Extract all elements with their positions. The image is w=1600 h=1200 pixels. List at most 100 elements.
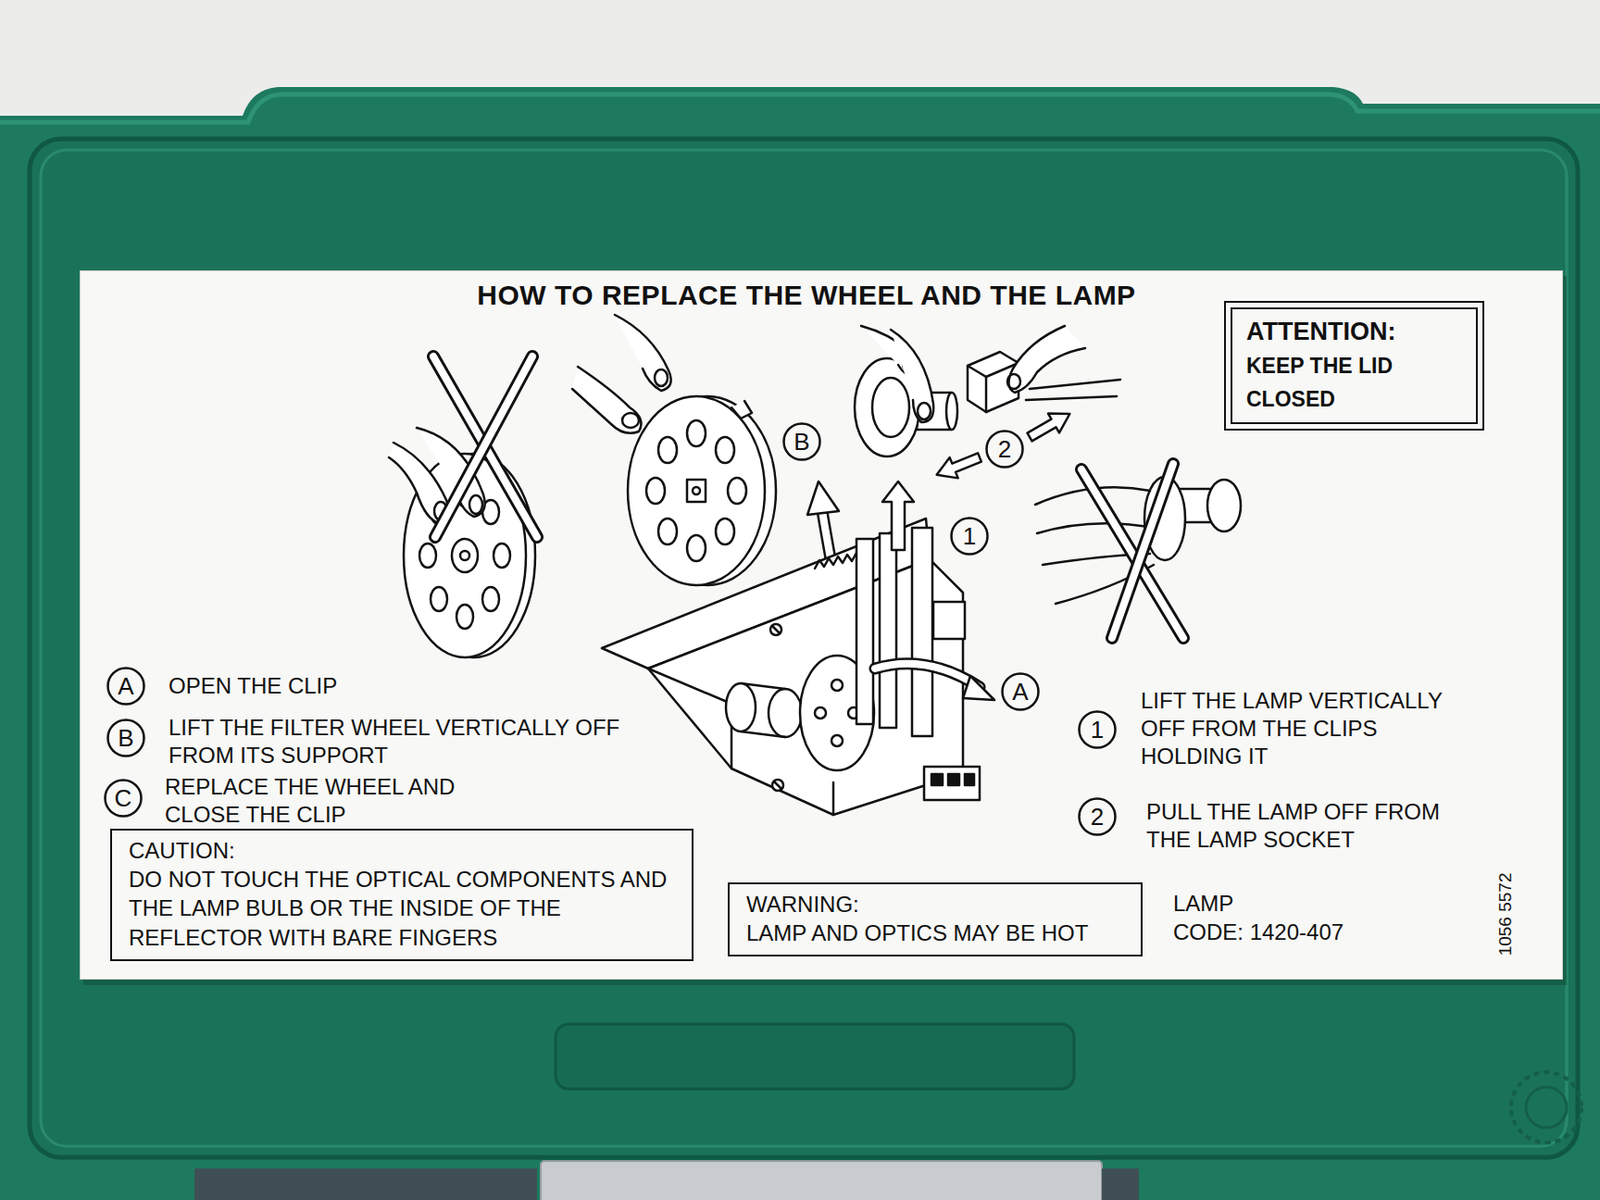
callout-text: B xyxy=(117,725,134,750)
clip-arrow-part xyxy=(875,663,980,688)
box-heading: WARNING: xyxy=(746,889,1128,919)
callout-text: 2 xyxy=(1090,804,1104,829)
lamp-wrong-part xyxy=(1112,463,1174,638)
callout-ring xyxy=(1002,674,1039,711)
case-body-part xyxy=(1101,1168,1139,1200)
filter-wheel-right-part xyxy=(622,412,639,428)
filter-wheel-right-part xyxy=(727,477,747,504)
filter-lamp-mechanism xyxy=(601,518,980,815)
filter-lamp-mechanism-part xyxy=(931,774,943,786)
callout-ring xyxy=(108,668,145,705)
filter-wheel-right-part xyxy=(627,396,765,586)
clip-arrow xyxy=(875,663,995,700)
filter-lamp-mechanism-part xyxy=(856,538,874,725)
filter-wheel-wrong-part xyxy=(433,356,538,538)
filter-wheel-wrong-part xyxy=(435,356,533,538)
box-body: LAMP AND OPTICS MAY BE HOT xyxy=(746,918,1128,948)
callout-ring xyxy=(951,518,988,555)
warning-box: WARNING:LAMP AND OPTICS MAY BE HOT xyxy=(727,882,1143,957)
filter-wheel-wrong-part xyxy=(419,543,437,568)
pull-arrows-part xyxy=(932,447,984,486)
callout-ring xyxy=(108,720,145,757)
up-arrow-part xyxy=(882,481,914,550)
filter-lamp-mechanism-part xyxy=(832,782,836,815)
callout-ring xyxy=(1079,712,1116,749)
lamp-held-part xyxy=(890,329,934,423)
recycling-stamp-part xyxy=(1511,1072,1582,1143)
attention-box: ATTENTION:KEEP THE LID CLOSED xyxy=(1224,300,1485,431)
filter-wheel-wrong xyxy=(388,356,538,658)
lamp-socket xyxy=(967,325,1121,413)
callout-text: 2 xyxy=(998,437,1012,462)
up-arrow xyxy=(882,481,914,550)
recycling-stamp xyxy=(1511,1072,1582,1143)
filter-wheel-right xyxy=(572,314,776,586)
box-heading: CAUTION: xyxy=(128,836,679,865)
filter-lamp-mechanism-part xyxy=(924,766,980,800)
callout-ring xyxy=(987,431,1024,468)
callout-letter: B xyxy=(782,422,822,462)
callout-text: A xyxy=(1012,679,1028,704)
label-number: 1056 5572 xyxy=(1497,872,1517,956)
filter-wheel-right-part xyxy=(731,400,752,419)
filter-lamp-mechanism-part xyxy=(879,533,897,728)
box-body: KEEP THE LID CLOSED xyxy=(1246,350,1464,416)
callout-ring xyxy=(784,424,821,461)
filter-lamp-mechanism-part xyxy=(933,601,965,639)
case-body-part xyxy=(0,94,1600,123)
case-body-part xyxy=(555,1024,1075,1089)
lamp-socket-part xyxy=(985,376,988,413)
lamp-socket-part xyxy=(967,365,987,377)
lamp-socket-part xyxy=(1025,379,1121,400)
filter-wheel-wrong-part xyxy=(469,495,483,514)
case-body-part xyxy=(40,150,1567,1147)
lamp-held xyxy=(854,325,958,457)
filter-wheel-wrong-part xyxy=(493,543,511,568)
filter-wheel-right-part xyxy=(658,437,677,463)
step-number: 1 xyxy=(1077,710,1117,750)
step-text: OPEN THE CLIP xyxy=(168,672,632,700)
filter-wheel-right-part xyxy=(658,518,677,545)
callout-letter: A xyxy=(1000,672,1040,712)
filter-wheel-right-part xyxy=(687,535,706,562)
filter-wheel-right-part xyxy=(614,314,672,391)
step-letter: A xyxy=(106,666,146,706)
clip-arrow-part xyxy=(875,663,980,688)
step-letter: B xyxy=(106,718,146,758)
filter-wheel-right-part xyxy=(572,366,641,434)
callout-text: C xyxy=(114,786,133,811)
pull-arrows-part xyxy=(1024,404,1075,448)
callout-ring xyxy=(105,780,142,817)
filter-lamp-mechanism-part xyxy=(770,624,782,636)
step-text: REPLACE THE WHEEL AND CLOSE THE CLIP xyxy=(164,773,517,829)
caution-box: CAUTION:DO NOT TOUCH THE OPTICAL COMPONE… xyxy=(110,828,694,962)
lamp-wrong-part xyxy=(1207,479,1241,532)
filter-lamp-mechanism-part xyxy=(831,679,843,691)
filter-lamp-mechanism-part xyxy=(912,527,933,737)
pull-arrows xyxy=(932,404,1075,486)
step-number: 2 xyxy=(1077,797,1117,837)
lamp-socket-part xyxy=(1007,374,1021,389)
recycling-stamp-part xyxy=(1525,1087,1567,1128)
callout-number: 2 xyxy=(985,429,1025,469)
step-letter: C xyxy=(103,778,143,818)
filter-wheel-right-part xyxy=(687,479,706,502)
filter-lamp-mechanism-part xyxy=(964,774,975,786)
filter-wheel-right-part xyxy=(646,477,665,504)
case-body-part xyxy=(194,1168,538,1200)
title: HOW TO REPLACE THE WHEEL AND THE LAMP xyxy=(476,279,1136,312)
box-body: DO NOT TOUCH THE OPTICAL COMPONENTS AND … xyxy=(128,864,679,952)
lamp-held-part xyxy=(946,392,958,430)
box-heading: ATTENTION: xyxy=(1246,315,1464,349)
step-text: PULL THE LAMP OFF FROM THE LAMP SOCKET xyxy=(1146,798,1471,854)
filter-lamp-mechanism-part xyxy=(768,688,802,738)
filter-wheel-right-part xyxy=(654,369,668,387)
filter-lamp-mechanism-part xyxy=(648,668,732,704)
filter-wheel-wrong-part xyxy=(456,604,474,629)
lamp-held-part xyxy=(917,402,931,420)
filter-lamp-mechanism-part xyxy=(948,774,960,786)
filter-wheel-right-part xyxy=(715,518,735,545)
filter-lamp-mechanism-part xyxy=(772,779,784,791)
